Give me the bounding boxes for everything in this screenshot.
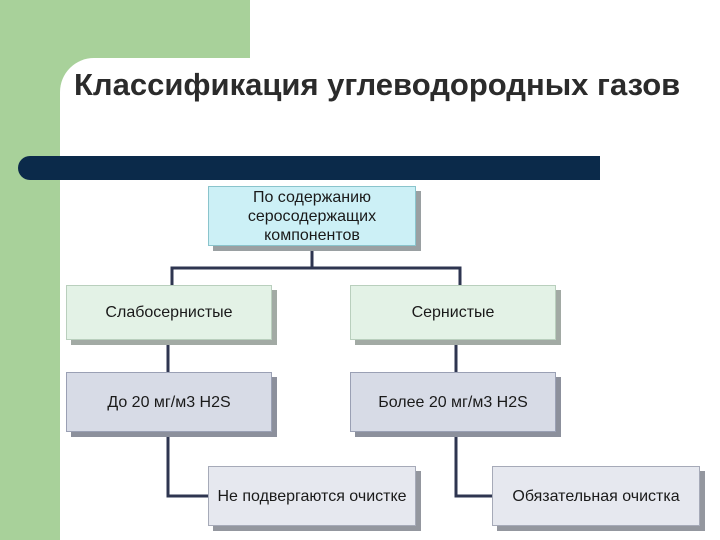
node-root-sulfur-content: По содержанию серосодержащих компонентов: [208, 186, 416, 246]
node-no-treatment: Не подвергаются очистке: [208, 466, 416, 526]
node-under-20-h2s: До 20 мг/м3 H2S: [66, 372, 272, 432]
node-low-sulfur: Слабосернистые: [66, 285, 272, 340]
connector-root-to-level1: [170, 246, 462, 285]
slide-title: Классификация углеводородных газов: [74, 67, 681, 102]
node-sulfurous: Сернистые: [350, 285, 556, 340]
node-mandatory-treatment: Обязательная очистка: [492, 466, 700, 526]
title-underline-bar: [18, 156, 600, 180]
node-over-20-h2s: Более 20 мг/м3 H2S: [350, 372, 556, 432]
connector-level2-right-to-level3: [454, 432, 492, 498]
connector-level2-left-to-level3: [166, 432, 208, 498]
